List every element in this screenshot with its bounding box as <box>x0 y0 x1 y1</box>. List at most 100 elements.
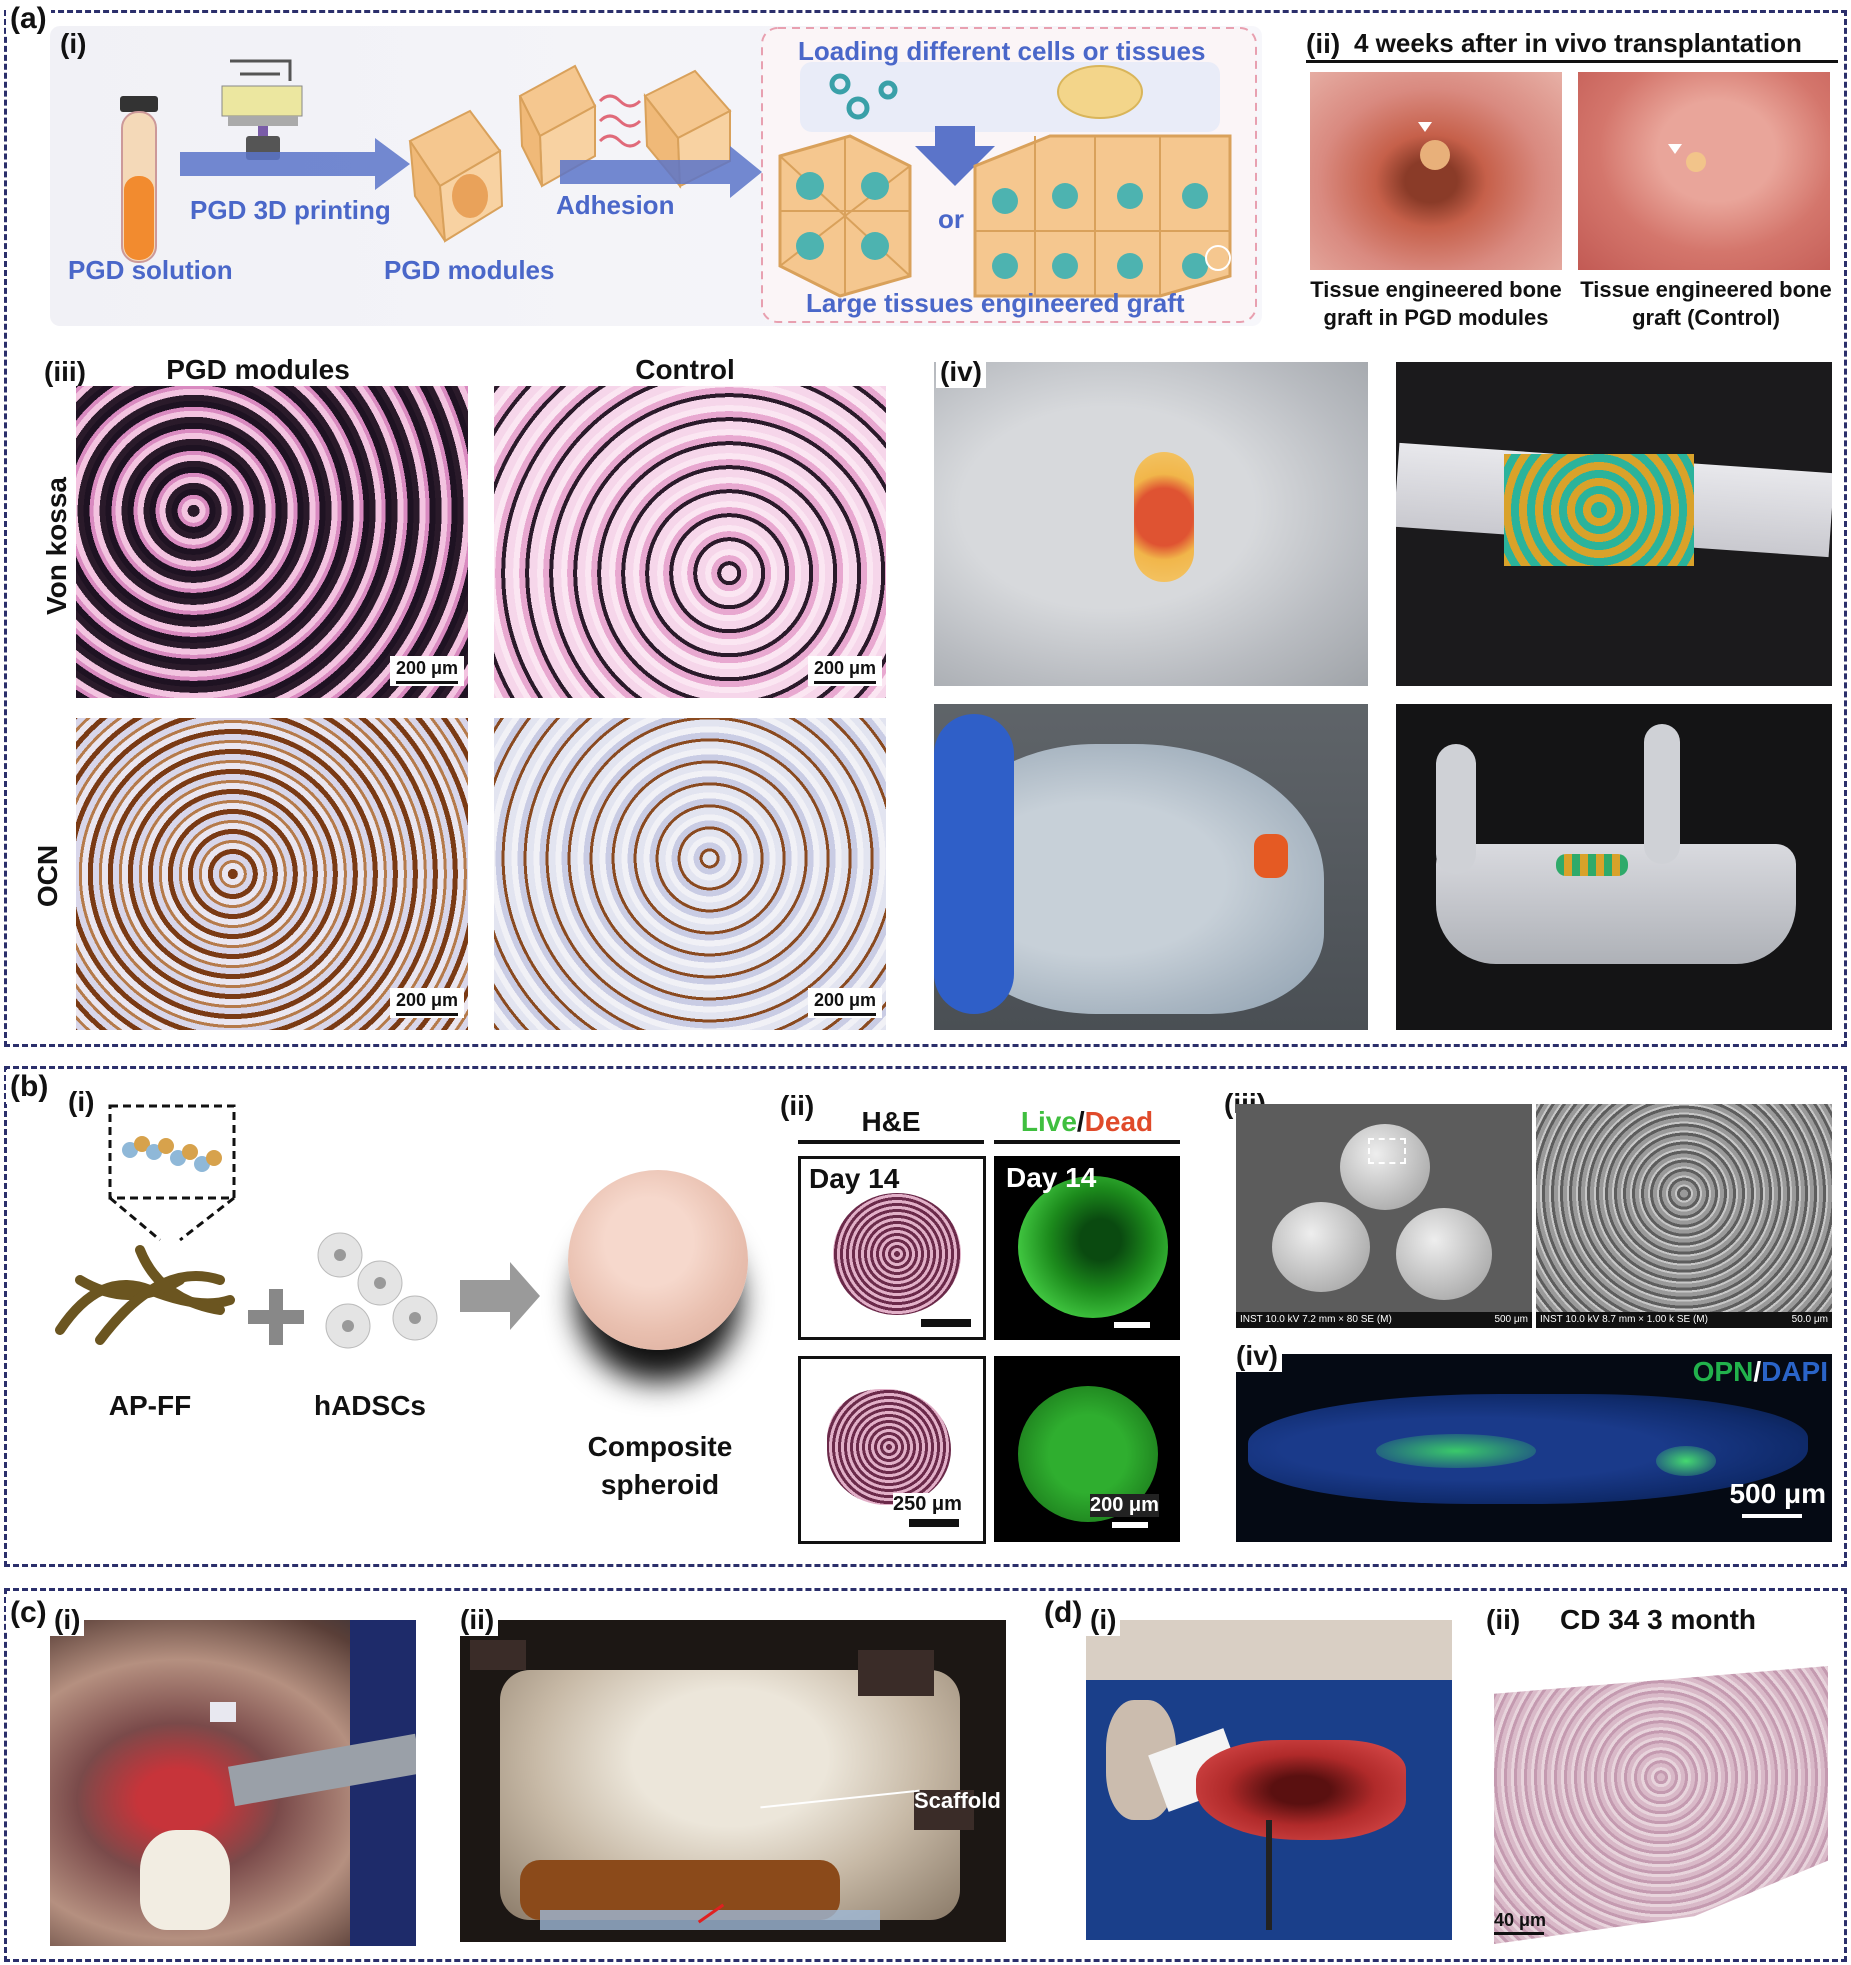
a-i-label: (i) <box>60 28 87 59</box>
he-header: H&E <box>861 1106 921 1137</box>
pgd-module-icon <box>408 109 504 243</box>
scalebar-ocn-pgd: 200 μm <box>390 988 465 1018</box>
panel-a-label: (a) <box>6 2 51 36</box>
ld-scalebar-top <box>1114 1322 1150 1328</box>
surgery-photo-d <box>1086 1620 1452 1940</box>
scaffold-label: Scaffold <box>914 1788 1001 1813</box>
livedead-image-2: 200 μm <box>994 1356 1180 1542</box>
a-iii-label: (iii) <box>44 356 86 387</box>
ld-day14-label: Day 14 <box>1006 1162 1097 1193</box>
ct-scaffold-render: Scaffold <box>460 1620 1006 1942</box>
a-ii-right-caption: Tissue engineered bone graft (Control) <box>1580 277 1832 330</box>
cell-icon <box>846 96 870 120</box>
down-arrow-icon <box>915 126 995 186</box>
cell-icon <box>829 73 851 95</box>
cd34-scale-label: 40 μm <box>1494 1910 1547 1930</box>
transplant-photo-pgd <box>1310 72 1562 270</box>
d-ii-title: CD 34 3 month <box>1560 1604 1757 1635</box>
model-photo-ear <box>934 362 1368 686</box>
opn-dapi-image: OPN/DAPI 500 μm <box>1236 1354 1832 1542</box>
ld-scalebar-bottom <box>1112 1522 1148 1528</box>
panel-b-frame <box>4 1066 1847 1567</box>
a-i-schematic <box>120 27 1257 323</box>
row-label-ocn: OCN <box>32 844 63 908</box>
he-header-rule <box>798 1140 984 1144</box>
model-photo-bone <box>1396 362 1832 686</box>
opn-dapi-legend: OPN/DAPI <box>1692 1356 1828 1387</box>
histo-ocn-pgd <box>76 718 468 1030</box>
sem-fibers-image: INST 10.0 kV 8.7 mm × 1.00 k SE (M) 50.0… <box>1536 1104 1832 1328</box>
plus-icon <box>248 1289 304 1345</box>
arrowhead-icon <box>1418 122 1432 132</box>
he-scale-label: 250 μm <box>893 1493 962 1516</box>
sem-left-info: INST 10.0 kV 7.2 mm × 80 SE (M) 500 μm <box>1236 1312 1532 1328</box>
c-ii-label: (ii) <box>456 1604 499 1636</box>
composite-spheroid-icon <box>568 1170 748 1350</box>
panel-b-label: (b) <box>6 1070 53 1104</box>
b-iv-label: (iv) <box>1232 1340 1282 1372</box>
panel-c-label: (c) <box>6 1596 51 1630</box>
sem-zoom-box <box>1368 1138 1406 1164</box>
model-photo-mandible <box>1396 704 1832 1030</box>
a-ii-left-caption: Tissue engineered bone graft in PGD modu… <box>1310 277 1562 330</box>
histo-ocn-control <box>494 718 886 1030</box>
c-i-label: (i) <box>50 1604 85 1636</box>
scalebar-vonkossa-control: 200 μm <box>808 656 883 686</box>
d-ii-label: (ii) <box>1486 1604 1521 1635</box>
arrow-icon <box>180 138 410 190</box>
ld-scale-label: 200 μm <box>1090 1494 1159 1517</box>
live-dead-header-rule <box>994 1140 1180 1144</box>
ap-ff-fibers-icon <box>55 1245 235 1345</box>
model-photo-liver <box>934 704 1368 1030</box>
arrow-icon <box>560 146 762 198</box>
peptide-fiber-icon <box>122 1136 222 1172</box>
cd34-histology: 40 μm <box>1494 1646 1828 1944</box>
arrowhead-icon <box>1668 144 1682 154</box>
histo-vonkossa-control <box>494 386 886 698</box>
he-day14-image: Day 14 <box>798 1156 986 1340</box>
large-graft-text: Large tissues engineered graft <box>806 288 1185 318</box>
he-day14-label: Day 14 <box>809 1163 900 1194</box>
test-tube-icon <box>120 96 158 263</box>
scalebar-vonkossa-pgd: 200 μm <box>390 656 465 686</box>
cd34-scalebar <box>1494 1932 1544 1935</box>
or-text: or <box>938 204 964 234</box>
b-i-label: (i) <box>64 1086 99 1118</box>
3d-printer-icon <box>221 59 303 160</box>
row-label-vonkossa: Von kossa <box>41 477 72 615</box>
a-ii-label: (ii) <box>1306 28 1341 59</box>
tissue-icon <box>1057 65 1143 119</box>
adhesion-text: Adhesion <box>556 190 675 220</box>
a-ii-title-underline <box>1306 60 1838 63</box>
hexagonal-graft-icon <box>778 134 912 298</box>
rectangular-graft-icon <box>973 134 1232 298</box>
transplant-photo-control <box>1578 72 1830 270</box>
arrow-icon <box>460 1262 540 1330</box>
histo-vonkossa-pgd <box>76 386 468 698</box>
he-scalebar-bottom <box>909 1519 959 1527</box>
pgd-solution-text: PGD solution <box>68 255 233 285</box>
opn-scale-label: 500 μm <box>1729 1478 1826 1509</box>
sem-right-info: INST 10.0 kV 8.7 mm × 1.00 k SE (M) 50.0… <box>1536 1312 1832 1328</box>
panel-cd-frame <box>4 1588 1847 1962</box>
live-dead-header: Live/Dead <box>1020 1106 1154 1137</box>
loading-text: Loading different cells or tissues <box>798 36 1206 66</box>
scalebar-ocn-control: 200 μm <box>808 988 883 1018</box>
d-i-label: (i) <box>1086 1604 1121 1636</box>
hadscs-label: hADSCs <box>313 1390 426 1421</box>
he-scalebar-top <box>921 1319 971 1327</box>
col-header-pgd: PGD modules <box>166 354 350 385</box>
sem-spheroids-image: INST 10.0 kV 7.2 mm × 80 SE (M) 500 μm <box>1236 1104 1532 1328</box>
opn-scalebar <box>1742 1514 1802 1518</box>
zoom-box <box>108 1104 236 1200</box>
col-header-control: Control <box>635 354 735 385</box>
pgd-modules-text: PGD modules <box>384 255 555 285</box>
stem-cells-icon <box>317 1232 438 1349</box>
he-image-2: 250 μm <box>798 1356 986 1544</box>
a-ii-title: 4 weeks after in vivo transplantation <box>1354 28 1802 58</box>
panel-d-label: (d) <box>1040 1596 1087 1630</box>
b-i-schematic <box>55 1104 540 1349</box>
oral-surgery-photo <box>50 1620 416 1946</box>
cell-icon <box>878 80 898 100</box>
b-ii-label: (ii) <box>776 1090 819 1122</box>
